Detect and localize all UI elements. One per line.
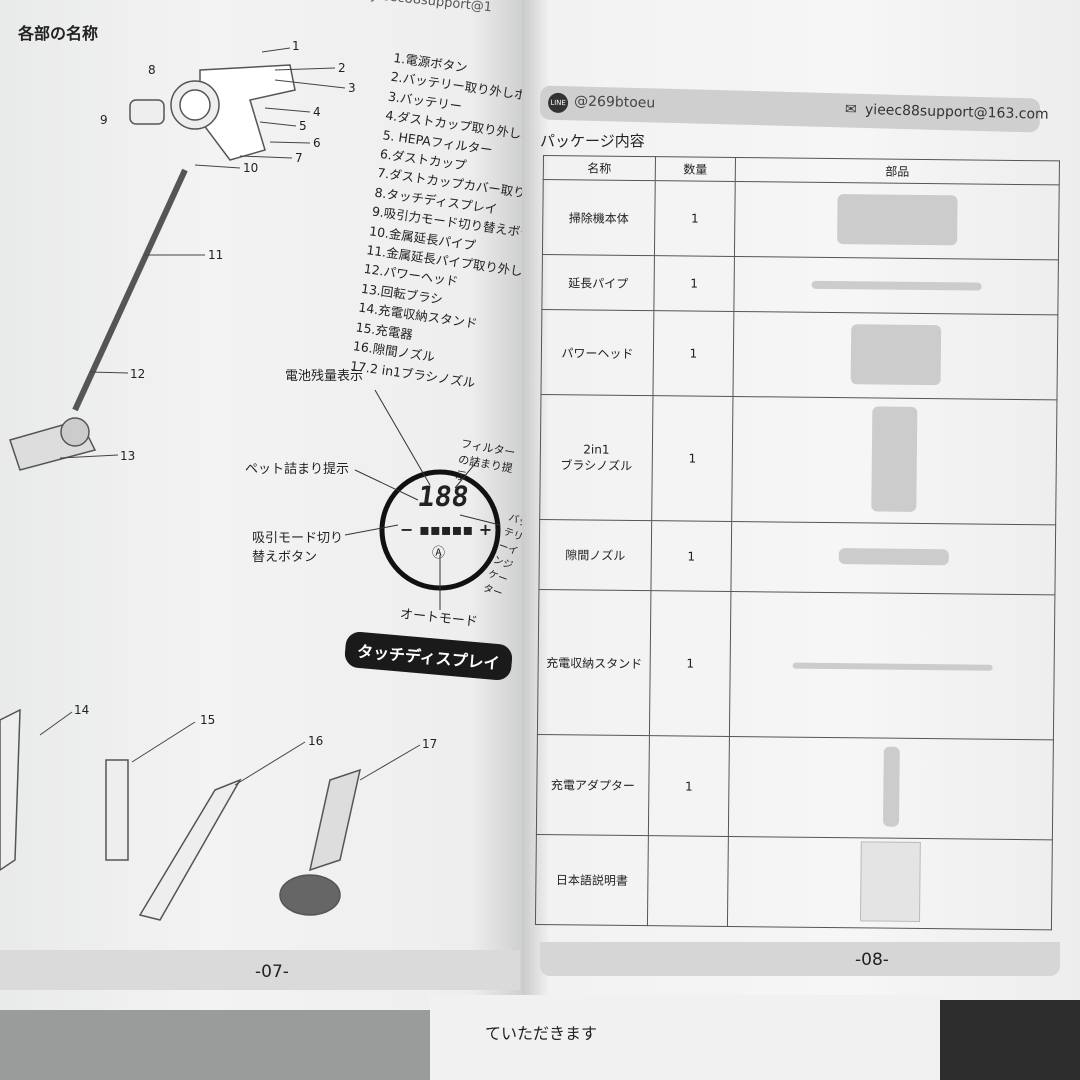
callout-10: 10 (243, 161, 258, 175)
item-qty: 1 (648, 735, 730, 837)
extension-pipe-image (733, 256, 1059, 315)
left-page: 各部の名称 yieec88support@1 1.電源ボタン 2.バッテリー取り… (0, 0, 588, 1010)
callout-17: 17 (422, 737, 437, 751)
callout-11: 11 (208, 248, 223, 262)
dark-object (940, 1000, 1080, 1080)
power-head-image (732, 311, 1058, 400)
item-qty (647, 835, 729, 927)
item-name: 掃除機本体 (542, 179, 656, 256)
item-name: 延長パイプ (541, 254, 655, 311)
underlying-page: ていただきます (430, 995, 950, 1080)
item-name: 隙間ノズル (538, 519, 652, 591)
vacuum-body-image (734, 181, 1060, 260)
callout-3: 3 (348, 81, 356, 95)
column-header: 数量 (655, 156, 736, 182)
callout-7: 7 (295, 151, 303, 165)
battery-label: 電池残量表示 (285, 369, 364, 384)
callout-9: 9 (100, 113, 108, 127)
page-number: -08- (855, 950, 889, 970)
filter-label: フィルターの詰まり提示 (454, 437, 517, 484)
callout-8: 8 (148, 63, 156, 77)
mode-bar: − ▪▪▪▪▪ + (400, 520, 493, 539)
section-title: 各部の名称 (18, 24, 99, 43)
adapter-image (728, 736, 1054, 840)
right-page (522, 0, 1080, 1000)
callout-2: 2 (338, 61, 346, 75)
crevice-nozzle-image (730, 521, 1056, 595)
item-qty: 1 (649, 590, 731, 737)
column-header: 部品 (735, 157, 1060, 185)
item-name: 2in1 ブラシノズル (539, 394, 653, 521)
manual-image (727, 836, 1053, 930)
callout-13: 13 (120, 449, 135, 463)
column-header: 名称 (543, 155, 656, 181)
charging-stand-image (729, 591, 1055, 740)
callout-4: 4 (313, 105, 321, 119)
callout-5: 5 (299, 119, 307, 133)
support-email: yieec88support@163.com (864, 101, 1049, 123)
item-qty: 1 (652, 310, 734, 397)
auto-mode-icon: Ⓐ (432, 546, 446, 561)
package-title: パッケージ内容 (540, 132, 645, 150)
item-qty: 1 (653, 255, 735, 312)
item-qty: 1 (654, 180, 736, 257)
line-icon: LINE (547, 92, 569, 114)
mail-icon: ✉ (844, 101, 857, 118)
callout-16: 16 (308, 734, 323, 748)
callout-6: 6 (313, 136, 321, 150)
item-qty: 1 (651, 395, 733, 522)
item-name: 日本語説明書 (535, 834, 649, 926)
item-name: パワーヘッド (540, 309, 654, 396)
callout-12: 12 (130, 367, 145, 381)
brush-nozzle-image (731, 396, 1057, 525)
mode-button-label: 吸引モード切り替えボタン (252, 531, 344, 565)
vacuum-diagram: 1 2 3 4 5 6 7 8 9 10 11 12 13 14 15 16 1… (0, 39, 501, 921)
line-id: @269btoeu (573, 93, 656, 112)
callout-15: 15 (200, 713, 215, 727)
callout-1: 1 (292, 39, 300, 53)
under-text: ていただきます (485, 1024, 598, 1043)
item-name: 充電アダプター (536, 734, 650, 836)
table-row: 日本語説明書 (535, 834, 1053, 930)
item-qty: 1 (650, 520, 732, 592)
pet-label: ペット詰まり提示 (245, 462, 350, 477)
callout-14: 14 (74, 703, 89, 717)
page-number: -07- (255, 962, 289, 982)
display-readout: 188 (415, 480, 471, 513)
item-name: 充電収納スタンド (537, 589, 651, 736)
